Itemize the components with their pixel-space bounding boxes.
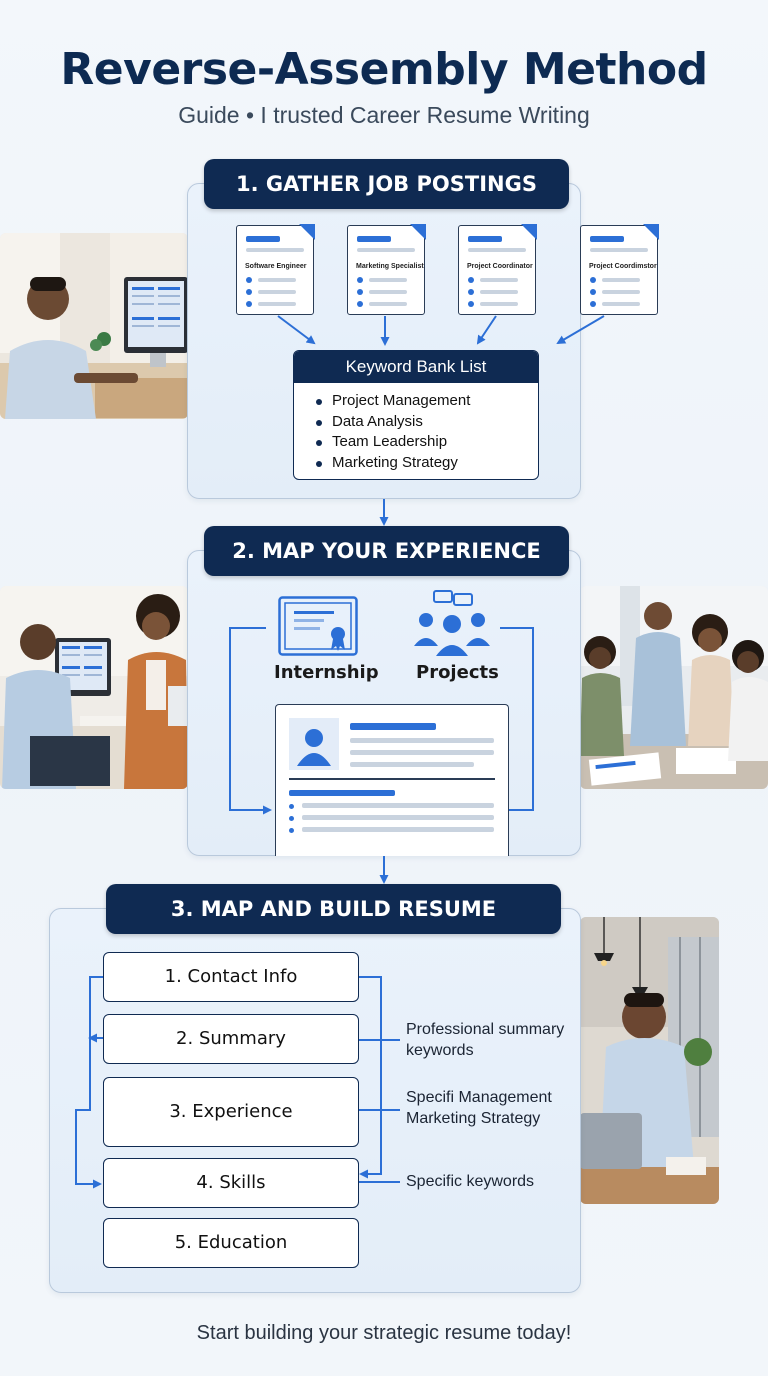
job-posting-document: Marketing Specialist xyxy=(347,224,426,315)
job-posting-document: Project Coordinator xyxy=(458,224,537,315)
note-experience-keywords: Specifi Management Marketing Strategy xyxy=(406,1089,552,1127)
document-icon xyxy=(521,224,537,240)
job-posting-document: Project Coordimstor xyxy=(580,224,659,315)
keyword-item: Team Leadership xyxy=(316,432,538,453)
keyword-bank: Keyword Bank List Project Management Dat… xyxy=(293,350,539,480)
certificate-icon xyxy=(278,596,358,656)
team-icon xyxy=(412,590,492,658)
source-label-projects: Projects xyxy=(416,662,499,683)
job-posting-title: Project Coordimstor xyxy=(589,263,657,270)
photo-team-meeting xyxy=(580,586,768,789)
keyword-item: Marketing Strategy xyxy=(316,453,538,474)
page-title: Reverse-Assembly Method xyxy=(60,44,708,95)
photo-two-colleagues xyxy=(0,586,188,789)
photo-man-at-computer xyxy=(0,233,188,419)
note-skills-keywords: Specific keywords xyxy=(406,1173,535,1190)
footer-cta: Start building your strategic resume tod… xyxy=(196,1322,572,1344)
page-subtitle: Guide • I trusted Career Resume Writing xyxy=(178,102,590,128)
keyword-item: Project Management xyxy=(316,391,538,412)
document-icon xyxy=(410,224,426,240)
keyword-item: Data Analysis xyxy=(316,412,538,433)
job-posting-document: Software Engineer xyxy=(236,224,315,315)
job-posting-title: Software Engineer xyxy=(245,263,307,270)
resume-section-experience: 3. Experience xyxy=(103,1077,359,1147)
resume-section-contact-info: 1. Contact Info xyxy=(103,952,359,1002)
job-posting-title: Project Coordinator xyxy=(467,263,533,270)
document-icon xyxy=(643,224,659,240)
photo-man-laptop xyxy=(580,917,719,1204)
source-label-internship: Internship xyxy=(274,662,379,683)
person-icon xyxy=(289,718,339,770)
step1-banner: 1. GATHER JOB POSTINGS xyxy=(204,159,569,209)
step3-banner: 3. MAP AND BUILD RESUME xyxy=(106,884,561,934)
resume-section-summary: 2. Summary xyxy=(103,1014,359,1064)
job-posting-title: Marketing Specialist xyxy=(356,263,424,270)
note-summary-keywords: Professional summary keywords xyxy=(406,1021,565,1059)
resume-section-skills: 4. Skills xyxy=(103,1158,359,1208)
resume-icon xyxy=(275,704,509,856)
keyword-bank-title: Keyword Bank List xyxy=(294,351,538,383)
resume-section-education: 5. Education xyxy=(103,1218,359,1268)
step2-banner: 2. MAP YOUR EXPERIENCE xyxy=(204,526,569,576)
document-icon xyxy=(299,224,315,240)
